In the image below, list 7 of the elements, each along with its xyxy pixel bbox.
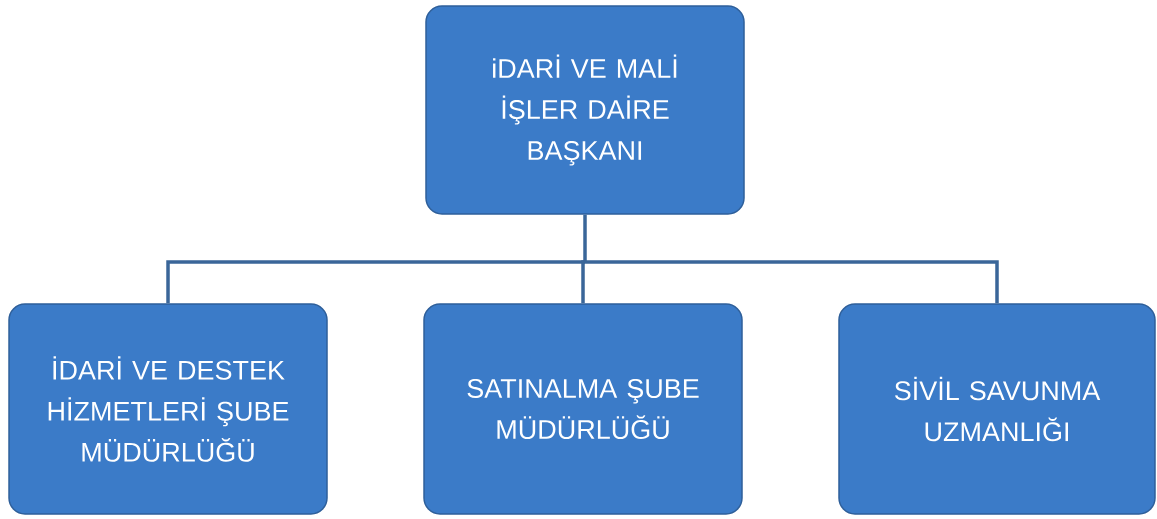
org-box: İDARİ VE DESTEK HİZMETLERİ ŞUBE MÜDÜRLÜĞÜ [8,303,328,515]
org-box: SATINALMA ŞUBE MÜDÜRLÜĞÜ [423,303,743,515]
connector-line [583,214,587,262]
connector-line [585,260,999,304]
connector-line [581,260,586,304]
org-box: iDARİ VE MALİ İŞLER DAİRE BAŞKANI [425,5,745,215]
org-box: SİVİL SAVUNMA UZMANLIĞI [838,303,1156,515]
